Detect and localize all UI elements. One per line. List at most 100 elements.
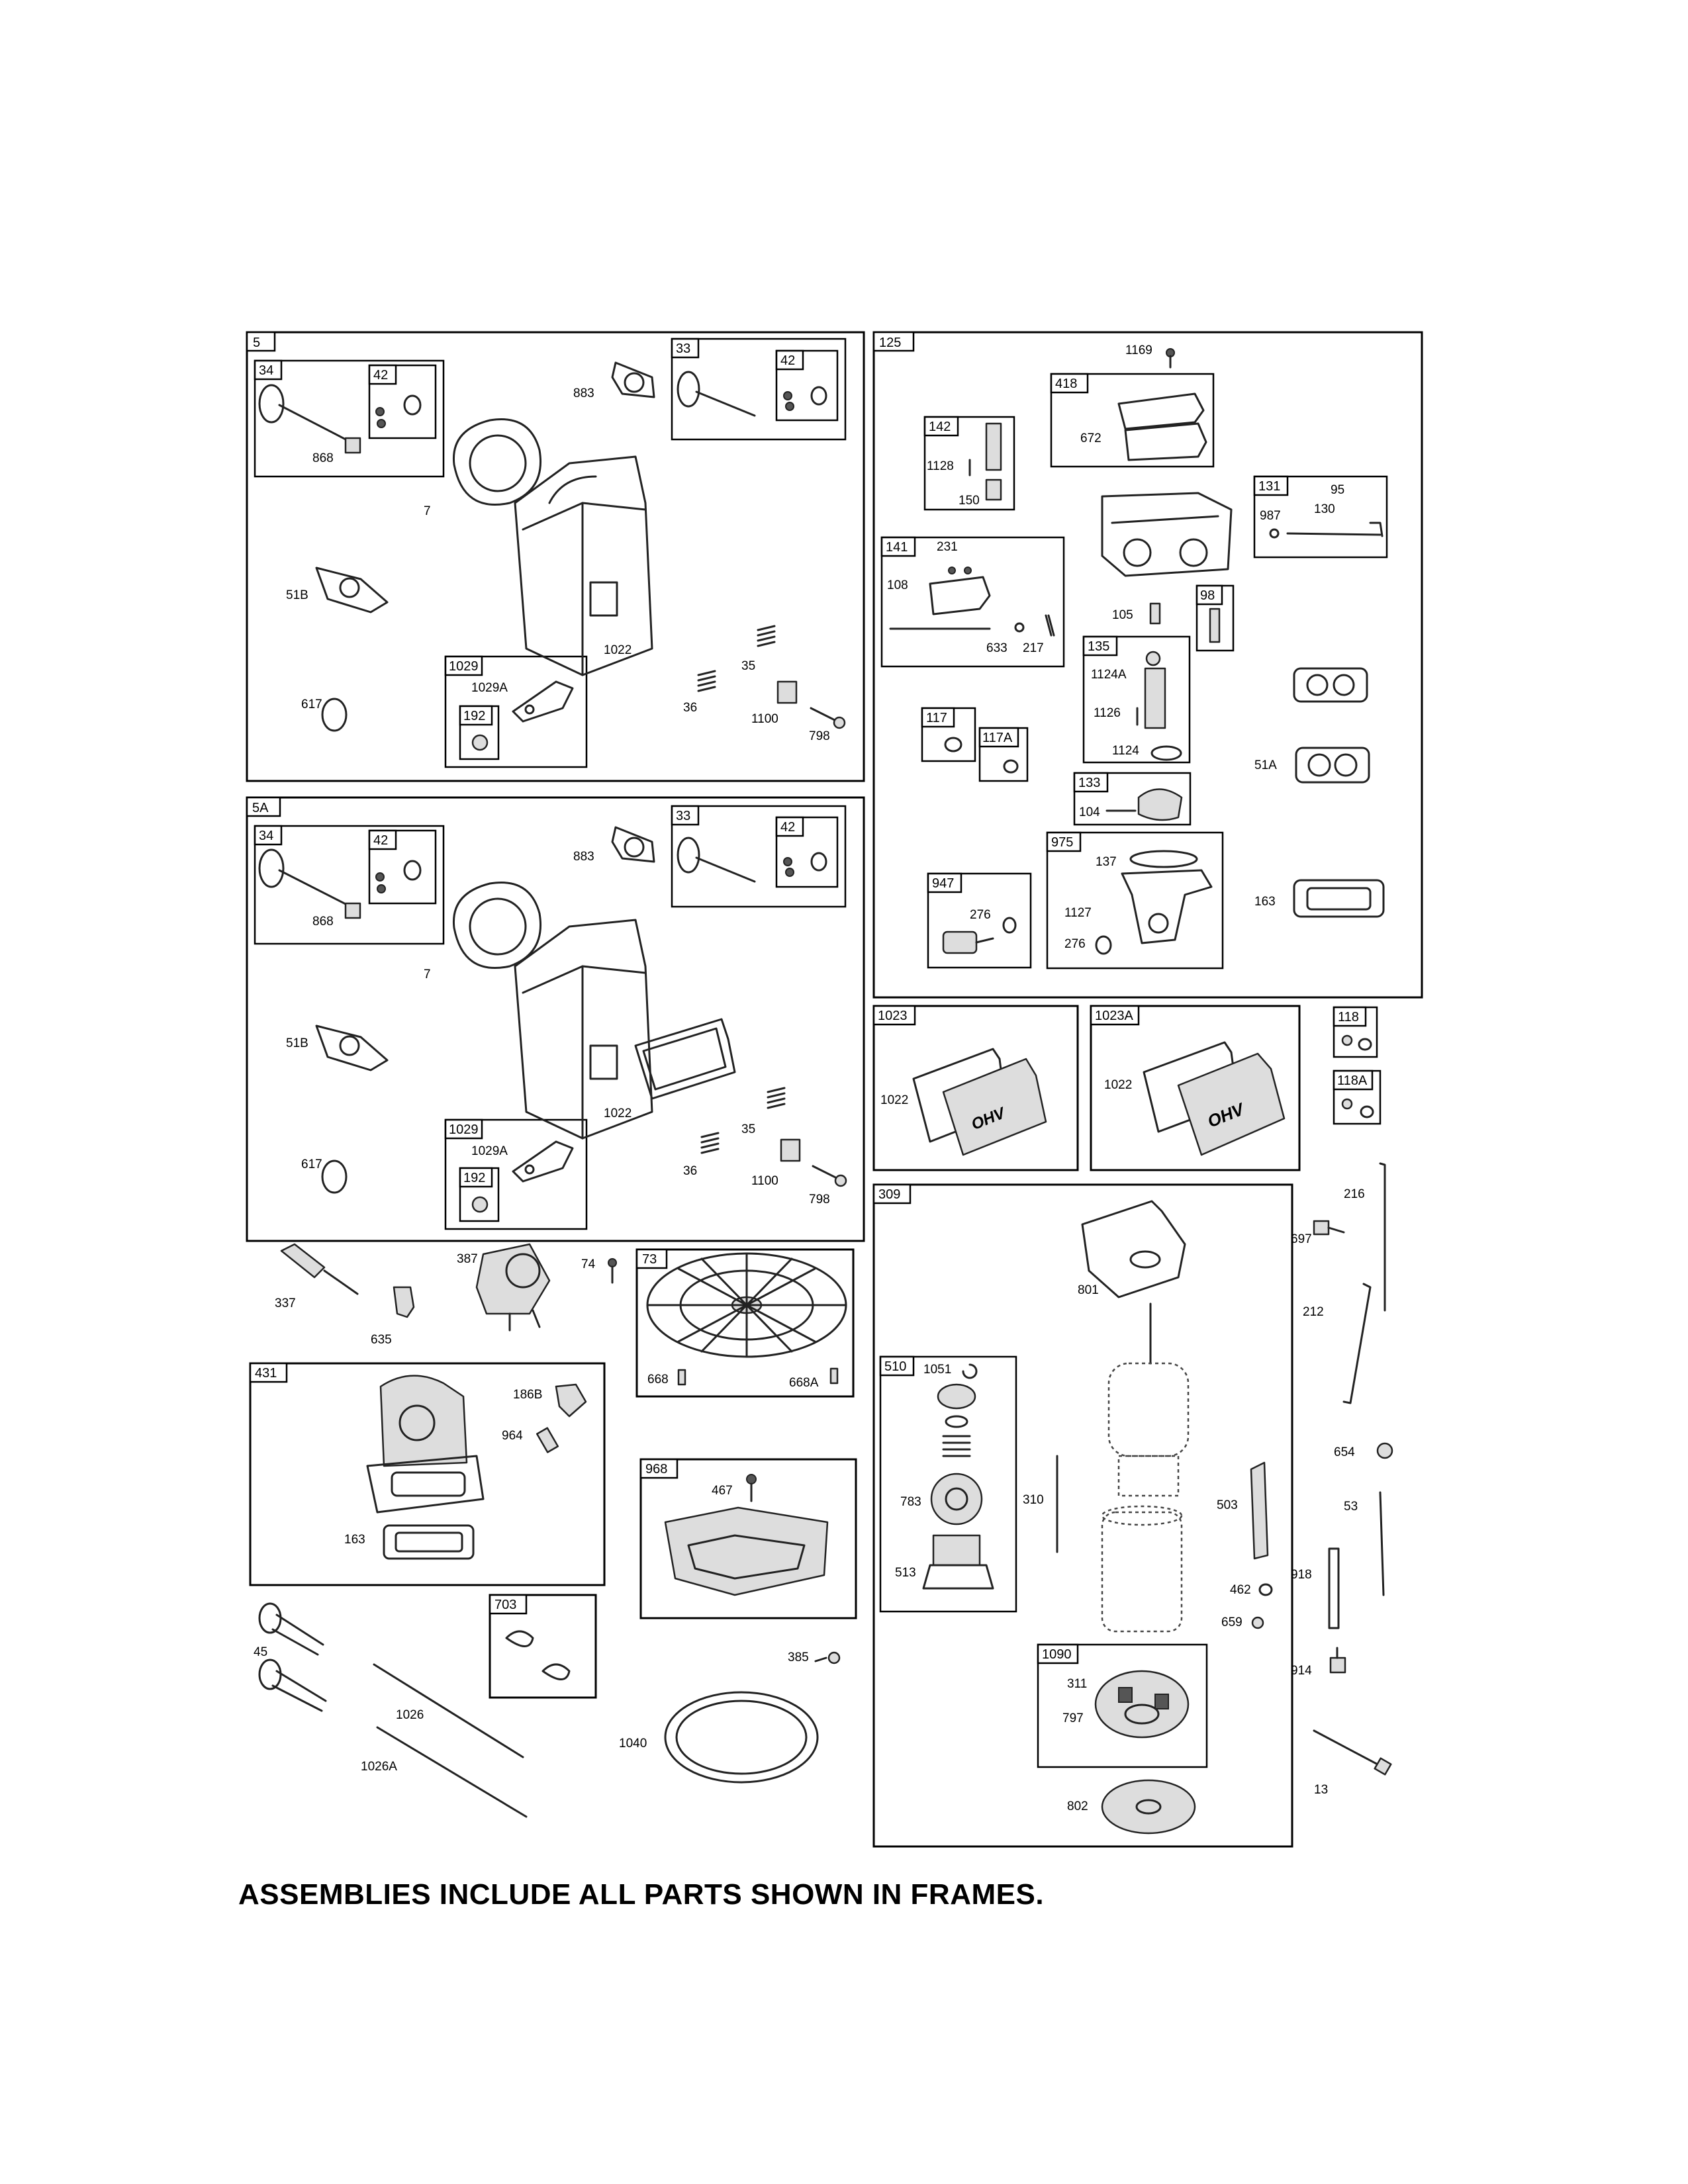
frame-tag-118a: 118A — [1337, 1073, 1368, 1088]
part-label-1022: 1022 — [604, 1107, 632, 1120]
frame-tag-5a: 5A — [252, 801, 269, 815]
bolt-icon — [1313, 1220, 1345, 1236]
valve-seal-icon — [344, 902, 361, 919]
valve-cover-icon: OHV — [942, 1058, 1047, 1156]
part-label-95: 95 — [1331, 483, 1344, 497]
intake-valve-icon — [677, 371, 756, 417]
frame-tag-33: 33 — [676, 341, 690, 356]
brush-holder-icon — [1094, 1670, 1190, 1739]
choke-shaft-icon — [985, 478, 1002, 501]
intake-gasket-icon — [1295, 747, 1370, 784]
part-label-163: 163 — [344, 1533, 365, 1547]
retaining-ring-icon — [962, 1363, 978, 1379]
part-label-216: 216 — [1344, 1187, 1365, 1201]
breather-valve-icon — [780, 1138, 801, 1162]
part-label-1026a: 1026A — [361, 1760, 397, 1774]
fuel-bowl-icon — [1121, 869, 1213, 944]
part-label-74: 74 — [581, 1257, 596, 1271]
footer-note: ASSEMBLIES INCLUDE ALL PARTS SHOWN IN FR… — [238, 1878, 1045, 1911]
assembly-frame-5a: 5A 34 42 33 42 1029 192 — [246, 796, 865, 1242]
frame-tag-34: 34 — [259, 829, 273, 843]
valve-spring-icon — [697, 625, 776, 692]
carburetor-body-icon — [1101, 492, 1233, 577]
assembly-frame-1023: 1023 1022 OHV — [872, 1005, 1079, 1171]
frame-tag-133: 133 — [1078, 776, 1100, 790]
exhaust-valve-icon — [258, 848, 352, 908]
part-label-276: 276 — [970, 908, 991, 922]
frame-tag-142: 142 — [929, 420, 951, 434]
intake-gasket-icon — [1293, 667, 1368, 703]
valve-keeper-icon — [375, 860, 422, 893]
link-rod-icon — [1342, 1283, 1372, 1404]
frame-tag-125: 125 — [879, 336, 901, 350]
nut-icon — [1376, 1442, 1393, 1459]
stud-icon — [677, 1369, 686, 1386]
air-cleaner-gasket-icon — [1293, 879, 1385, 918]
intake-valve-icon — [677, 837, 756, 883]
part-label-1029a: 1029A — [471, 681, 508, 695]
valve-cover-icon: OHV — [1177, 1052, 1286, 1156]
nut-icon — [1341, 1034, 1353, 1046]
valve-keeper-icon — [783, 852, 827, 877]
part-label-13: 13 — [1314, 1783, 1328, 1797]
exhaust-valve-icon — [258, 384, 352, 443]
bolt-icon — [1329, 1647, 1346, 1674]
armature-icon — [1101, 1302, 1190, 1633]
assembly-frame-309: 309 801 510 1051 783 513 310 — [872, 1183, 1293, 1848]
part-label-310: 310 — [1023, 1493, 1044, 1507]
part-label-36: 36 — [683, 1164, 697, 1178]
head-gasket-icon — [452, 418, 541, 506]
part-label-964: 964 — [502, 1429, 523, 1443]
nut-icon — [1341, 1098, 1353, 1110]
screw-icon — [1209, 608, 1221, 643]
valve-spring-icon — [700, 1087, 786, 1154]
screw-icon — [812, 1165, 847, 1187]
rocker-arm-icon — [512, 1140, 574, 1183]
part-label-337: 337 — [275, 1297, 296, 1310]
valve-seal-icon — [344, 437, 361, 454]
frame-tag-33: 33 — [676, 809, 690, 823]
part-label-51a: 51A — [1254, 758, 1277, 772]
part-label-883: 883 — [573, 850, 594, 864]
part-label-1124: 1124 — [1112, 744, 1139, 758]
screw-icon — [814, 1651, 841, 1664]
part-label-918: 918 — [1291, 1568, 1312, 1582]
o-ring-icon — [1360, 1105, 1374, 1118]
frame-tag-118: 118 — [1338, 1010, 1359, 1024]
frame-tag-975: 975 — [1051, 835, 1073, 850]
part-label-1051: 1051 — [923, 1363, 951, 1377]
frame-tag-192: 192 — [463, 1171, 485, 1185]
push-rod-icon — [373, 1663, 524, 1758]
part-label-35: 35 — [741, 659, 755, 673]
part-label-1029a: 1029A — [471, 1144, 508, 1158]
frame-tag-947: 947 — [932, 876, 954, 891]
part-label-51b: 51B — [286, 588, 308, 602]
screw-icon — [1166, 348, 1175, 369]
spark-plug-icon — [280, 1243, 359, 1295]
part-label-387: 387 — [457, 1252, 478, 1266]
part-label-801: 801 — [1078, 1283, 1099, 1297]
part-label-668a: 668A — [789, 1376, 819, 1390]
screw-icon — [810, 707, 846, 729]
part-label-883: 883 — [573, 387, 594, 400]
valve-keeper-icon — [375, 394, 422, 428]
frame-tag-42: 42 — [373, 368, 388, 383]
stud-icon — [1379, 1491, 1385, 1596]
part-label-1169: 1169 — [1125, 343, 1152, 357]
frame-tag-418: 418 — [1055, 377, 1077, 391]
part-label-798: 798 — [809, 729, 830, 743]
spark-plug-boot-icon — [393, 1286, 415, 1318]
o-ring-icon — [1358, 1038, 1372, 1051]
frame-tag-5: 5 — [253, 336, 260, 350]
frame-tag-42: 42 — [780, 820, 795, 835]
part-label-7: 7 — [424, 504, 431, 518]
part-label-385: 385 — [788, 1651, 809, 1664]
blower-housing-screen-icon — [646, 1252, 847, 1358]
exhaust-gasket-icon — [611, 826, 655, 863]
o-ring-icon — [944, 737, 962, 752]
part-label-163: 163 — [1254, 895, 1276, 909]
nut-icon — [1251, 1616, 1264, 1629]
fuel-pump-icon — [475, 1243, 551, 1332]
assembly-frame-118: 118 — [1333, 1006, 1378, 1058]
